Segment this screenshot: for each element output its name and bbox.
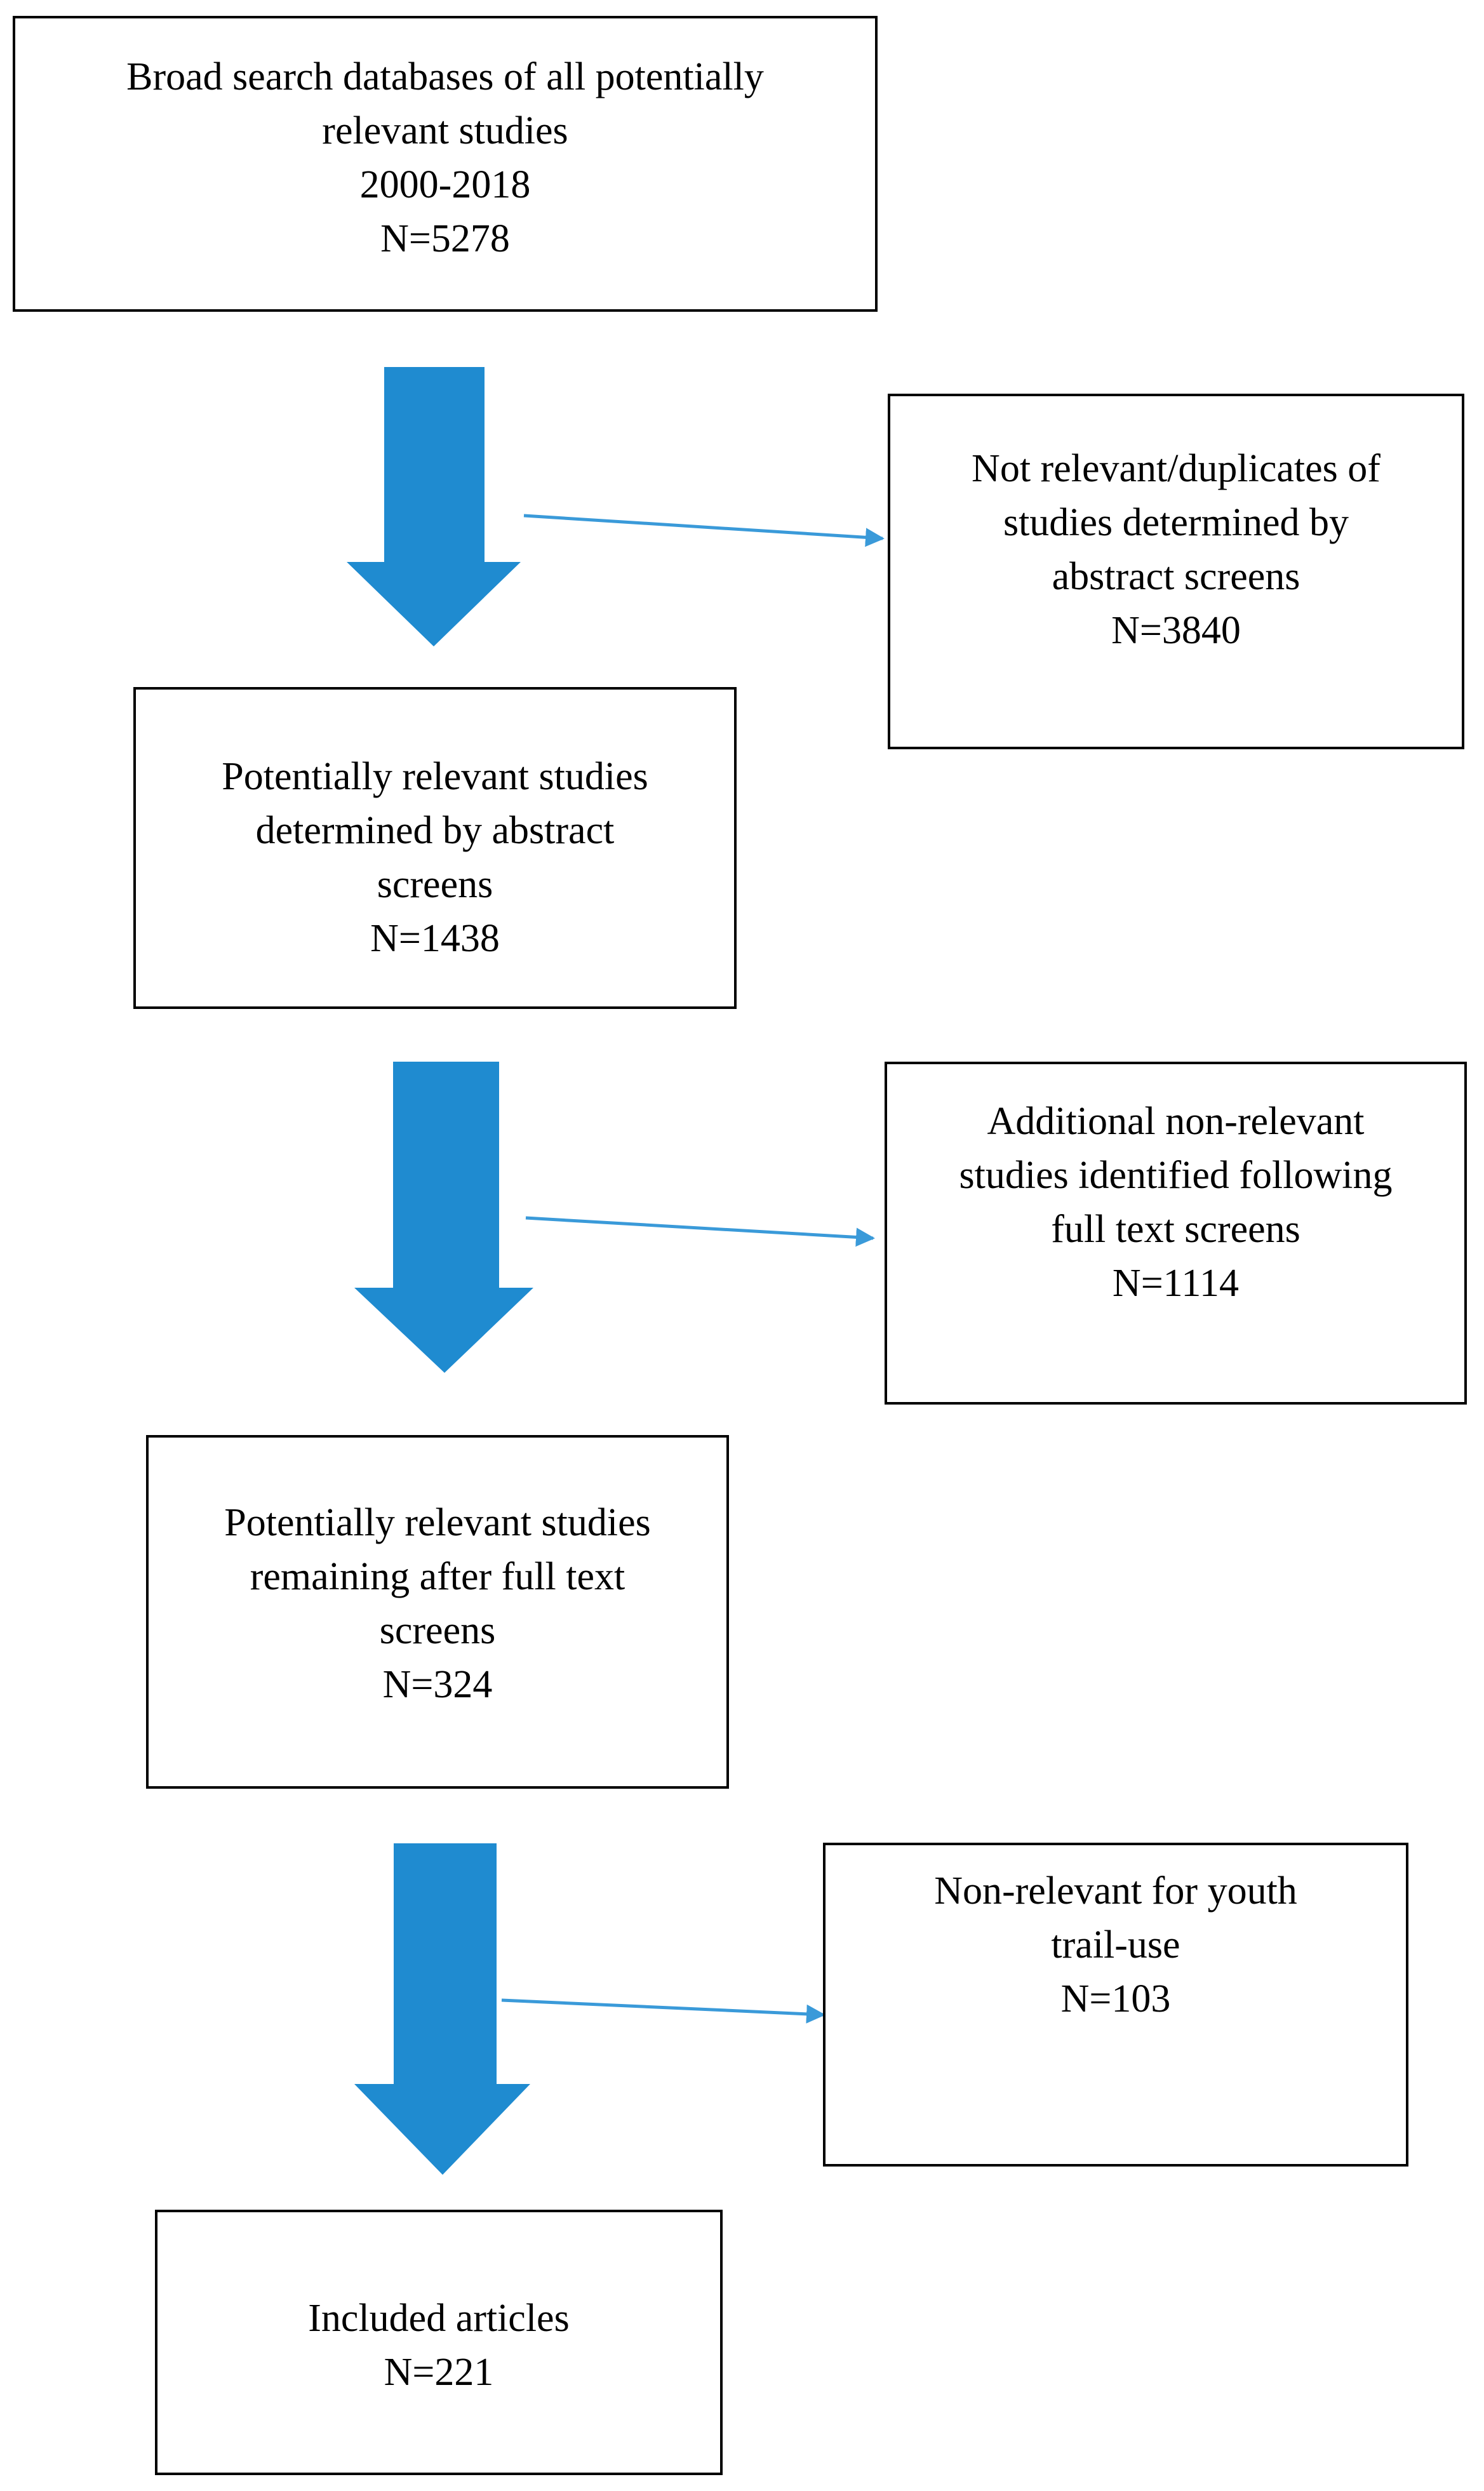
search-results-box: Broad search databases of all potentiall… [13,16,878,312]
fulltext-exclusion-count: N=1114 [1112,1262,1240,1305]
included-label: Included articles [308,2297,570,2340]
flow-arrow-2 [354,1062,533,1373]
search-line-2: relevant studies [322,109,568,152]
fulltext-exclusion-line-3: full text screens [1051,1208,1300,1251]
side-arrow-2 [525,1216,875,1247]
youth-exclusion-count: N=103 [1060,1977,1171,2020]
search-count: N=5278 [380,217,510,260]
fulltext-exclusion-box: Additional non-relevant studies identifi… [885,1062,1467,1405]
fulltext-exclusion-line-2: studies identified following [959,1154,1393,1197]
abstract-screen-line-1: Potentially relevant studies [222,755,648,798]
youth-exclusion-box: Non-relevant for youth trail-use N=103 [823,1843,1408,2167]
side-arrow-1 [523,514,885,547]
fulltext-exclusion-line-1: Additional non-relevant [987,1100,1365,1143]
fulltext-screen-count: N=324 [382,1663,493,1706]
abstract-exclusion-line-1: Not relevant/duplicates of [972,447,1380,490]
fulltext-screen-line-3: screens [379,1609,496,1652]
youth-exclusion-line-2: trail-use [1051,1923,1180,1967]
abstract-screen-box: Potentially relevant studies determined … [133,687,737,1009]
search-line-1: Broad search databases of all potentiall… [126,55,764,98]
flow-arrow-1 [347,367,521,646]
included-articles-box: Included articles N=221 [155,2210,723,2475]
fulltext-screen-box: Potentially relevant studies remaining a… [146,1435,729,1789]
included-count: N=221 [384,2351,494,2394]
side-arrow-3 [501,1998,826,2024]
fulltext-screen-line-1: Potentially relevant studies [224,1501,651,1544]
flow-arrow-3 [354,1843,530,2175]
youth-exclusion-line-1: Non-relevant for youth [934,1869,1297,1913]
abstract-exclusion-box: Not relevant/duplicates of studies deter… [888,394,1464,749]
fulltext-screen-line-2: remaining after full text [250,1555,625,1598]
abstract-exclusion-count: N=3840 [1111,609,1241,652]
abstract-screen-line-3: screens [377,863,493,906]
search-year-range: 2000-2018 [359,163,531,206]
abstract-exclusion-line-2: studies determined by [1003,501,1349,544]
abstract-screen-count: N=1438 [370,917,500,960]
abstract-exclusion-line-3: abstract screens [1052,555,1300,598]
abstract-screen-line-2: determined by abstract [255,809,615,852]
